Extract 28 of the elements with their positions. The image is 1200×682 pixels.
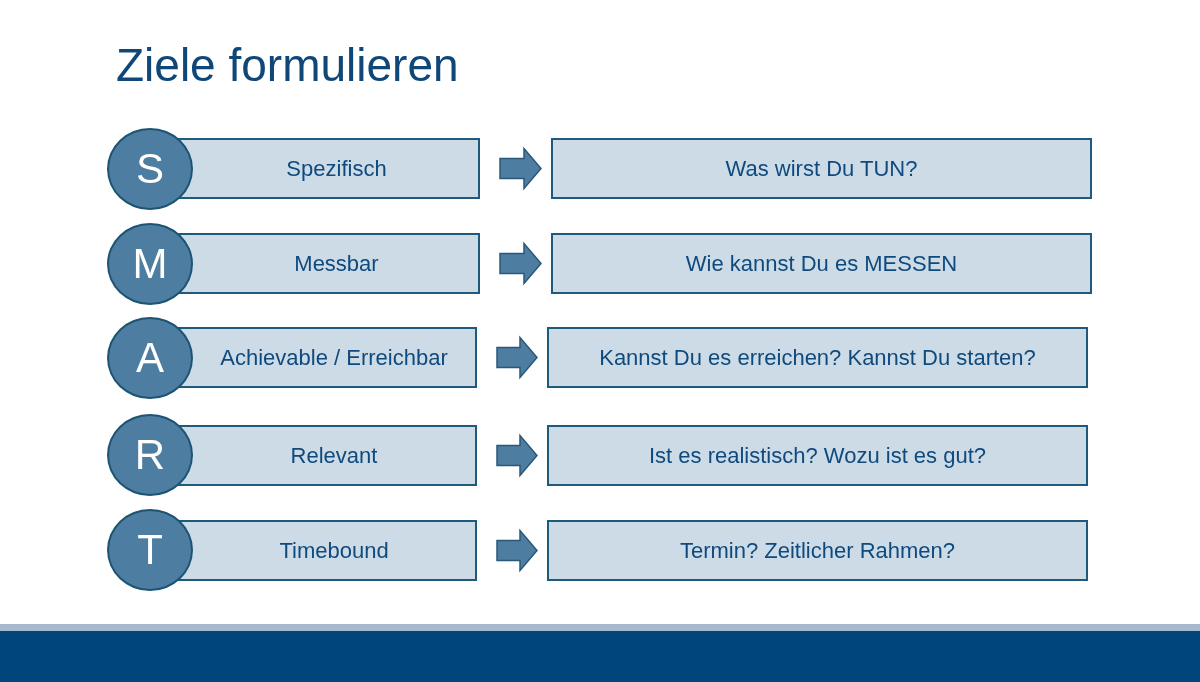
question-label: Termin? Zeitlicher Rahmen? — [679, 537, 956, 564]
criterion-label: Spezifisch — [286, 155, 387, 182]
letter: R — [134, 431, 166, 479]
question-label: Ist es realistisch? Wozu ist es gut? — [648, 442, 987, 469]
letter: A — [136, 334, 164, 382]
slide-title: Ziele formulieren — [116, 38, 459, 92]
block-arrow — [496, 528, 538, 573]
block-arrow — [496, 335, 538, 380]
question-box — [547, 520, 1088, 581]
criterion-box — [177, 138, 480, 199]
criterion-label: Achievable / Erreichbar — [220, 344, 448, 371]
block-arrow — [499, 241, 542, 286]
question-label: Kannst Du es erreichen? Kannst Du starten? — [599, 344, 1036, 371]
criterion-box — [177, 233, 480, 294]
question-label: Was wirst Du TUN? — [725, 155, 918, 182]
block-arrow — [499, 146, 542, 191]
criterion-label: Messbar — [294, 250, 379, 277]
criterion-label: Relevant — [290, 442, 378, 469]
block-arrow — [496, 433, 538, 478]
letter: S — [136, 145, 164, 193]
criterion-label: Timebound — [279, 537, 389, 564]
letter: T — [137, 526, 163, 574]
question-label: Wie kannst Du es MESSEN — [685, 250, 958, 277]
letter: M — [132, 240, 168, 288]
question-box — [547, 327, 1088, 388]
question-box — [547, 425, 1088, 486]
question-box — [551, 233, 1092, 294]
question-box — [551, 138, 1092, 199]
